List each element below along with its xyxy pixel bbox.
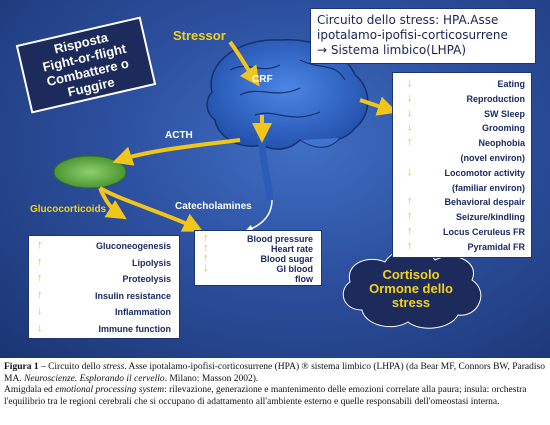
glucocorticoids-label: Glucocorticoids: [30, 204, 107, 215]
cloud-line: stress: [391, 295, 431, 310]
caption-label: Figura 1: [4, 362, 39, 372]
effect-item: GI blood: [276, 264, 314, 274]
arrow-down-icon: ↓: [37, 321, 43, 334]
adrenal-gland: [53, 155, 127, 189]
catecholamines-label: Catecholamines: [175, 201, 252, 212]
effect-item: Proteolysis: [122, 274, 171, 284]
arrow-up-icon: ↑: [407, 136, 413, 149]
stress-circuit-figure: Risposta Fight-or-flight Combattere o Fu…: [0, 0, 550, 358]
caption-text: : rilevazione, generazione e manteniment…: [4, 385, 527, 407]
title-line: Circuito dello stress: HPA.Asse: [317, 13, 499, 27]
caption-text: Amigdala ed: [4, 385, 56, 395]
caption-book: Neuroscienze. Esplorando il cervello: [24, 373, 165, 384]
effect-item: Heart rate: [270, 244, 313, 254]
cortisol-text: Cortisolo Ormone dello stress: [356, 268, 466, 310]
arrow-up-icon: ↑: [407, 195, 413, 208]
cloud-line: Ormone dello: [369, 281, 453, 296]
arrow-up-icon: ↑: [37, 288, 43, 301]
arrow-up-icon: ↑: [203, 242, 209, 254]
arrow-down-icon: ↓: [407, 106, 413, 119]
effect-item: (novel environ): [460, 153, 525, 163]
title-line: → Sistema limbico(LHPA): [317, 43, 467, 57]
effect-item: Eating: [497, 79, 525, 89]
arrow-down-icon: ↓: [407, 165, 413, 178]
arrow-down-icon: ↓: [407, 77, 413, 89]
effect-item: SW Sleep: [483, 108, 525, 119]
effect-item: Inflammation: [114, 307, 171, 317]
caption-line-1: Figura 1 – Circuito dello stress. Asse i…: [4, 362, 546, 385]
arrow-up-icon: ↑: [37, 272, 43, 284]
effect-item: (familiar environ): [451, 182, 525, 193]
arrow-up-icon: ↑: [203, 232, 209, 244]
effect-item: Grooming: [482, 123, 525, 134]
glucocorticoid-effects-panel: ↑ Gluconeogenesis ↑ Lipolysis ↑ Proteolysis ↑ I…: [28, 235, 180, 339]
effect-item: Behavioral despair: [444, 197, 525, 208]
caption-text: . Asse ipotalamo-ipofisi-corticosurrene …: [4, 362, 545, 384]
arrow-up-icon: ↑: [407, 225, 413, 237]
caption-text: – Circuito dello: [38, 362, 103, 372]
arrow-up-icon: ↑: [37, 239, 43, 251]
catecholamine-effects-panel: ↑ Blood pressure ↑ Heart rate ↑ Blood sugar ↓ G…: [194, 230, 322, 286]
effect-item: Locomotor activity: [444, 167, 525, 178]
effect-item: Blood sugar: [260, 254, 313, 264]
effect-item: Neophobia: [478, 138, 526, 149]
arrow-up-icon: ↑: [203, 252, 209, 264]
effect-item: Blood pressure: [246, 234, 313, 244]
behavior-effects-panel: ↓ Eating ↓ Reproduction ↓ SW Sleep ↓ Grooming ↑ N…: [392, 72, 532, 258]
diagram-artwork: [53, 39, 482, 329]
cloud-line: Cortisolo: [382, 267, 440, 282]
arrow-down-icon: ↓: [203, 262, 209, 274]
arrow-down-icon: ↓: [37, 305, 43, 317]
effect-item: Insulin resistance: [94, 290, 171, 301]
acth-label: ACTH: [165, 130, 193, 141]
effect-item: flow: [295, 274, 313, 284]
crf-label: CRF: [252, 74, 273, 85]
arrow-down-icon: ↓: [407, 121, 413, 134]
stressor-label: Stressor: [173, 28, 226, 43]
effect-item: Reproduction: [466, 93, 526, 104]
circuit-title-box: Circuito dello stress: HPA.Asse ipotalam…: [310, 8, 536, 64]
effect-item: Gluconeogenesis: [95, 241, 171, 251]
caption-text: . Milano: Masson 2002).: [164, 373, 259, 384]
caption-line-2: Amigdala ed emotional processing system:…: [4, 385, 546, 408]
cortisol-cloud: [342, 248, 482, 329]
effect-item: Immune function: [98, 323, 172, 334]
arrow-up-icon: ↑: [37, 255, 43, 268]
arrow-up-icon: ↑: [407, 210, 413, 223]
effect-item: Seizure/kindling: [455, 212, 525, 223]
arrow-up-icon: ↑: [407, 239, 413, 252]
arrow-down-icon: ↓: [407, 91, 413, 104]
caption-stress: stress: [102, 362, 125, 372]
figure-caption: Figura 1 – Circuito dello stress. Asse i…: [4, 362, 546, 408]
effect-item: Lipolysis: [131, 257, 171, 268]
caption-emotional: emotional processing system: [55, 385, 165, 395]
title-line: ipotalamo-ipofisi-corticosurrene: [317, 28, 508, 42]
effect-item: Pyramidal FR: [467, 241, 525, 252]
effect-item: Locus Ceruleus FR: [442, 227, 525, 237]
